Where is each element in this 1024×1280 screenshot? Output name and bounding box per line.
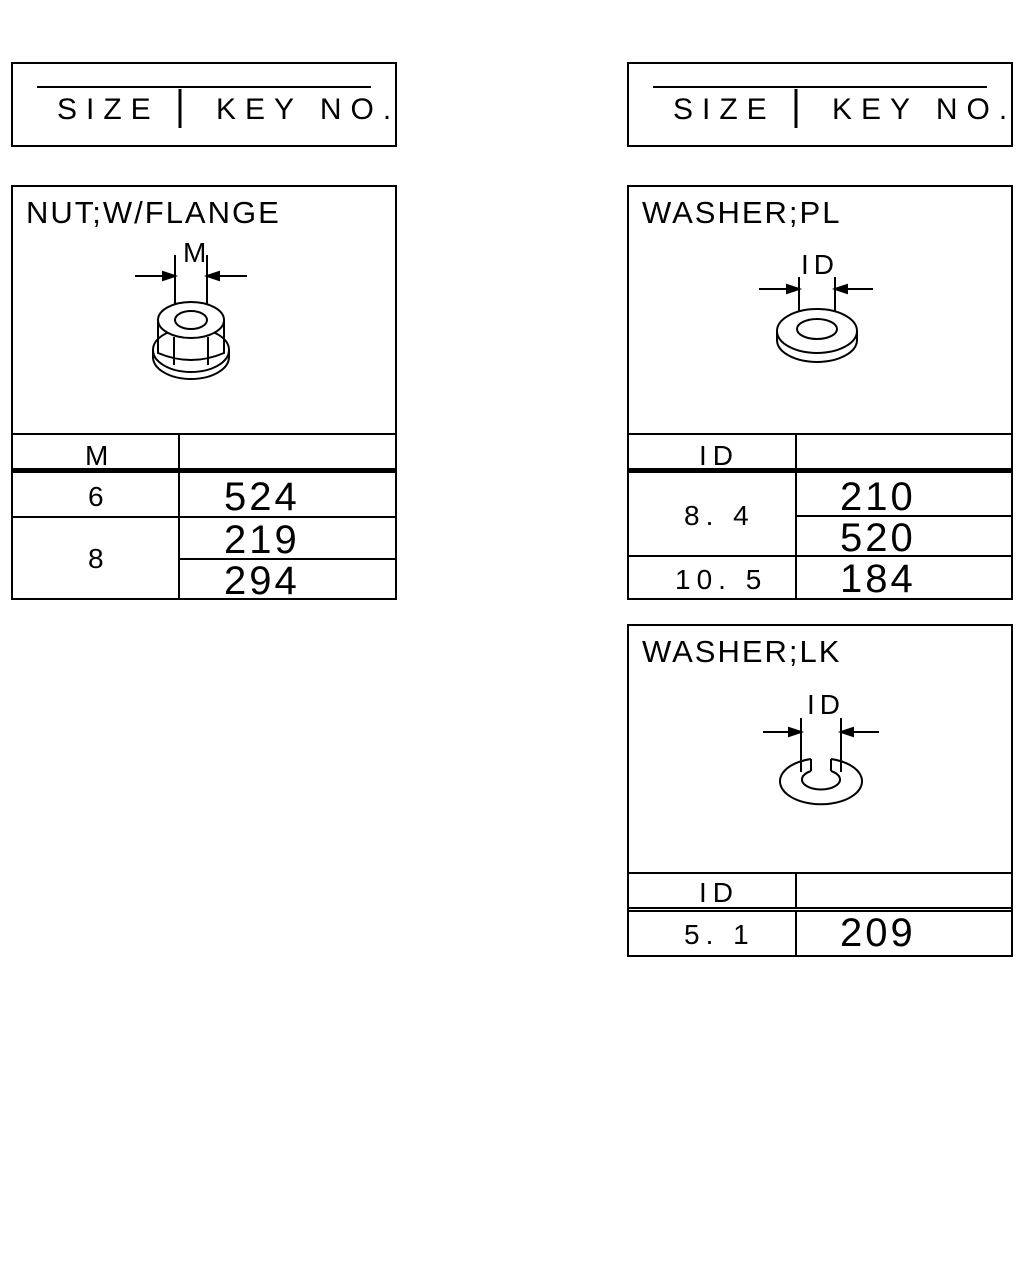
dimension-label: ID: [807, 689, 845, 720]
part-title: WASHER;PL: [642, 195, 842, 230]
sub-row-divider: [178, 558, 395, 560]
column-divider: [795, 912, 797, 955]
size-cell: 10. 5: [675, 564, 768, 595]
column-divider: [795, 473, 797, 555]
table-header-row: ID: [629, 872, 1011, 912]
size-cell: 8. 4: [684, 500, 755, 531]
legend-size-label: SIZE: [673, 93, 776, 126]
legend-lines-right: [653, 86, 987, 128]
column-divider: [178, 473, 180, 516]
key-cell: 184: [840, 557, 916, 601]
flange-nut-icon: [135, 255, 247, 380]
part-panel-washer-lk: WASHER;LK ID ID 5. 1 209: [627, 624, 1013, 957]
lock-washer-icon: [763, 718, 879, 806]
key-cell: 524: [224, 475, 300, 519]
part-panel-washer-pl: WASHER;PL ID ID 8. 4 210 520 10. 5 184: [627, 185, 1013, 600]
legend-lines-left: [37, 86, 371, 128]
sub-row-divider: [795, 515, 1011, 517]
key-cell: 294: [224, 559, 300, 603]
table-row: 8. 4 210 520: [629, 473, 1011, 560]
table-row: 6 524: [13, 473, 395, 518]
legend-size-label: SIZE: [57, 93, 160, 126]
column-header: ID: [699, 877, 739, 908]
legend-key-label: KEY NO.: [832, 93, 1017, 126]
table-row: 8 219 294: [13, 518, 395, 603]
table-header-row: ID: [629, 433, 1011, 473]
size-cell: 6: [88, 481, 110, 512]
size-cell: 8: [88, 543, 110, 574]
table-row: 10. 5 184: [629, 557, 1011, 600]
column-divider: [795, 435, 797, 468]
column-divider: [795, 874, 797, 907]
dimension-label: M: [183, 237, 212, 268]
table-row: 5. 1 209: [629, 912, 1011, 955]
part-panel-nut-flange: NUT;W/FLANGE M M 6 524 8 219 294: [11, 185, 397, 603]
plain-washer-icon: [759, 277, 873, 363]
part-title: NUT;W/FLANGE: [26, 195, 281, 230]
table-header-row: M: [13, 433, 395, 473]
column-divider: [795, 557, 797, 600]
legend-key-label: KEY NO.: [216, 93, 401, 126]
part-title: WASHER;LK: [642, 634, 842, 669]
key-cell: 219: [224, 518, 300, 562]
legend-box-right: SIZE KEY NO.: [627, 62, 1013, 147]
key-cell: 209: [840, 911, 916, 955]
legend-box-left: SIZE KEY NO.: [11, 62, 397, 147]
key-cell: 210: [840, 475, 916, 519]
key-cell: 520: [840, 516, 916, 560]
size-cell: 5. 1: [684, 919, 755, 950]
dimension-label: ID: [801, 249, 839, 280]
column-header: M: [85, 440, 115, 471]
column-header: ID: [699, 440, 739, 471]
column-divider: [178, 435, 180, 468]
